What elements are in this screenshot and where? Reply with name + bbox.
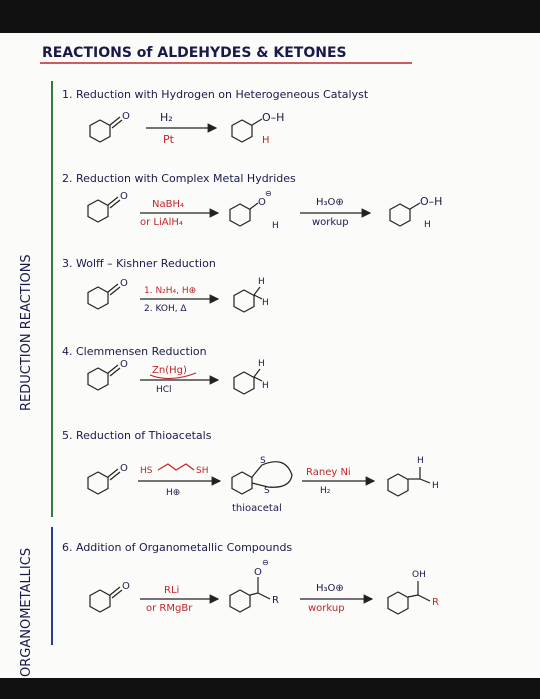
- section-heading: 5. Reduction of Thioacetals: [62, 429, 212, 442]
- product-label: O–H: [420, 195, 442, 208]
- reagent-top: NaBH₄: [152, 199, 184, 210]
- workup-top: Raney Ni: [306, 467, 351, 478]
- workup-top: H₃O⊕: [316, 197, 344, 208]
- intermediate-h: H: [272, 221, 279, 231]
- cyclohexane-icon: [233, 371, 255, 395]
- product-r: R: [432, 597, 439, 608]
- section-heading: 3. Wolff – Kishner Reduction: [62, 257, 216, 270]
- cyclohexanone-icon: [87, 199, 109, 223]
- svg-text:O: O: [122, 581, 130, 592]
- reduction-side-label: REDUCTION REACTIONS: [19, 254, 34, 411]
- cyclohexanone-icon: [87, 471, 109, 495]
- svg-text:S: S: [264, 486, 270, 496]
- product-h1: H: [417, 456, 424, 466]
- cyclohexanol-icon: [231, 119, 253, 143]
- section-4: 4. Clemmensen Reduction O Zn(Hg) HCl H H: [62, 345, 269, 395]
- svg-text:O: O: [258, 197, 266, 208]
- tertiary-alcohol-icon: [387, 591, 409, 615]
- cyclohexanone-icon: [87, 286, 109, 310]
- section-1: 1. Reduction with Hydrogen on Heterogene…: [62, 88, 369, 146]
- product-h: H: [424, 220, 431, 230]
- svg-text:O: O: [122, 111, 130, 122]
- reagent-bottom: or RMgBr: [146, 603, 193, 614]
- svg-text:O: O: [120, 278, 128, 289]
- product-oh: OH: [412, 570, 426, 580]
- intermediate-r: R: [272, 595, 279, 606]
- svg-text:⊖: ⊖: [262, 558, 269, 567]
- reagent-bottom: 2. KOH, Δ: [144, 304, 187, 314]
- product-label: O–H: [262, 111, 284, 124]
- reagent-top-right: SH: [196, 466, 208, 476]
- alkoxide-icon: [229, 589, 251, 613]
- section-heading: 1. Reduction with Hydrogen on Heterogene…: [62, 88, 369, 101]
- organometallics-side-label: ORGANOMETALLICS: [19, 548, 34, 677]
- section-3: 3. Wolff – Kishner Reduction O 1. N₂H₄, …: [62, 257, 269, 314]
- reagent-bottom: or LiAlH₄: [140, 217, 183, 228]
- cyclohexanone-icon: [89, 119, 111, 143]
- product-h2: H: [262, 381, 269, 391]
- alkoxide-icon: [229, 203, 251, 227]
- product-h2: H: [262, 298, 269, 308]
- svg-text:O: O: [254, 567, 262, 578]
- reagent-top: Zn(Hg): [152, 365, 187, 376]
- workup-bottom: workup: [308, 603, 345, 614]
- intermediate-s: S: [260, 456, 266, 466]
- section-heading: 6. Addition of Organometallic Compounds: [62, 541, 292, 554]
- cyclohexane-icon: [387, 473, 409, 497]
- product-h1: H: [258, 277, 265, 287]
- svg-text:O: O: [120, 463, 128, 474]
- workup-top: H₃O⊕: [316, 583, 344, 594]
- reagent-bottom: Pt: [163, 133, 175, 146]
- reaction-notes-drawing: REACTIONS of ALDEHYDES & KETONES REDUCTI…: [19, 45, 442, 677]
- section-5: 5. Reduction of Thioacetals O HS SH H⊕ S…: [62, 429, 439, 514]
- reagent-top-left: HS: [140, 466, 153, 476]
- svg-text:O: O: [120, 359, 128, 370]
- product-h: H: [262, 135, 270, 146]
- reagent-bottom: HCl: [156, 385, 172, 395]
- product-h1: H: [258, 359, 265, 369]
- reagent-top: H₂: [160, 111, 173, 124]
- reagent-bottom: H⊕: [166, 488, 180, 498]
- cyclohexanone-icon: [89, 589, 111, 613]
- cyclohexane-icon: [233, 289, 255, 313]
- workup-bottom: H₂: [320, 486, 331, 496]
- reagent-top: RLi: [164, 585, 179, 596]
- svg-text:⊖: ⊖: [265, 189, 272, 198]
- product-h2: H: [432, 481, 439, 491]
- notes-sheet: REACTIONS of ALDEHYDES & KETONES REDUCTI…: [0, 33, 540, 678]
- cyclohexanone-icon: [87, 367, 109, 391]
- svg-text:O: O: [120, 191, 128, 202]
- intermediate-label: thioacetal: [232, 503, 282, 514]
- reagent-top: 1. N₂H₄, H⊕: [144, 286, 196, 296]
- cyclohexanol-icon: [389, 203, 411, 227]
- section-heading: 2. Reduction with Complex Metal Hydrides: [62, 172, 296, 185]
- section-6: 6. Addition of Organometallic Compounds …: [62, 541, 439, 615]
- section-2: 2. Reduction with Complex Metal Hydrides…: [62, 172, 442, 231]
- thioacetal-icon: [231, 471, 253, 495]
- section-heading: 4. Clemmensen Reduction: [62, 345, 207, 358]
- page-title: REACTIONS of ALDEHYDES & KETONES: [42, 45, 347, 61]
- workup-bottom: workup: [312, 217, 349, 228]
